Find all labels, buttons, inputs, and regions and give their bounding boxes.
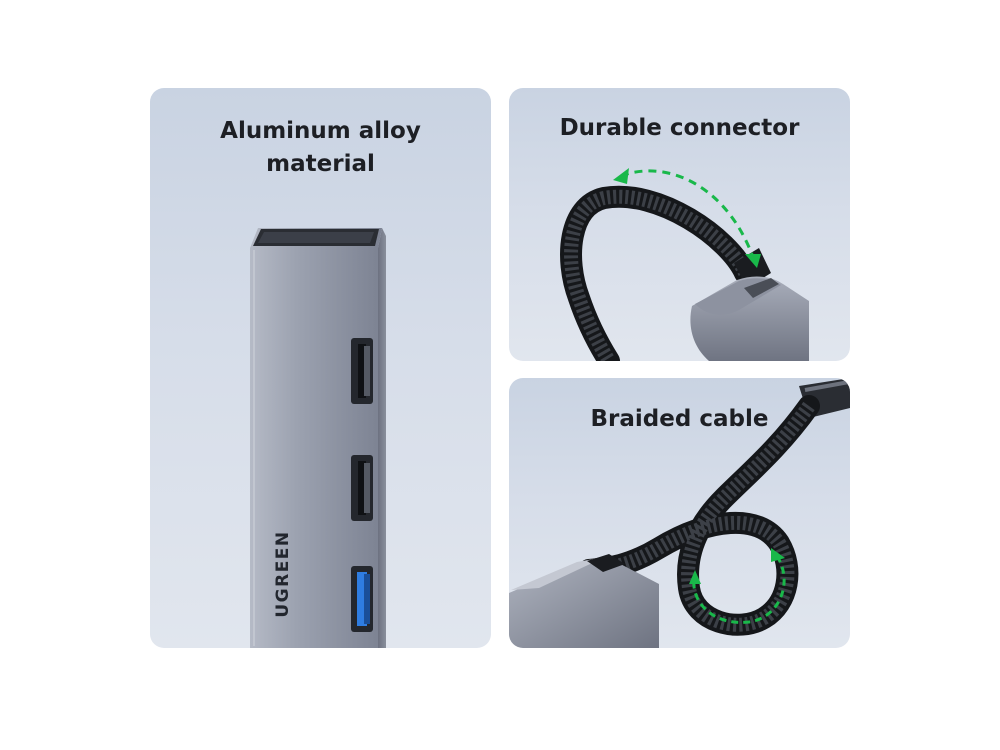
caption-aluminum-alloy: Aluminum alloy material: [150, 115, 491, 181]
usb-port-2: [351, 455, 373, 521]
panel-braided-cable: Braided cable: [509, 378, 850, 648]
connector-housing-bottom: [509, 554, 659, 648]
braided-cable-bend: [560, 185, 756, 361]
caption-durable-connector: Durable connector: [559, 115, 800, 141]
flex-double-arrow-icon: [613, 168, 761, 268]
usb-port-3-blue: [351, 566, 373, 632]
connector-illustration: [560, 168, 809, 361]
caption-aluminum-alloy-line2: material: [266, 151, 375, 177]
loop-double-arrow-icon: [689, 548, 786, 624]
usb-port-1: [351, 338, 373, 404]
cable-illustration: [509, 378, 850, 648]
braided-cable-loop: [578, 395, 820, 636]
brand-logo-text: UGREEN: [273, 530, 293, 618]
panel-durable-connector: Durable connector: [509, 88, 850, 361]
caption-aluminum-alloy-line1: Aluminum alloy: [220, 118, 421, 144]
usb-hub-body: [250, 228, 386, 648]
caption-braided-cable: Braided cable: [590, 406, 769, 432]
hub-illustration: [250, 228, 386, 648]
connector-housing: [690, 248, 809, 361]
panel-aluminum-alloy: Aluminum alloy material: [150, 88, 491, 648]
